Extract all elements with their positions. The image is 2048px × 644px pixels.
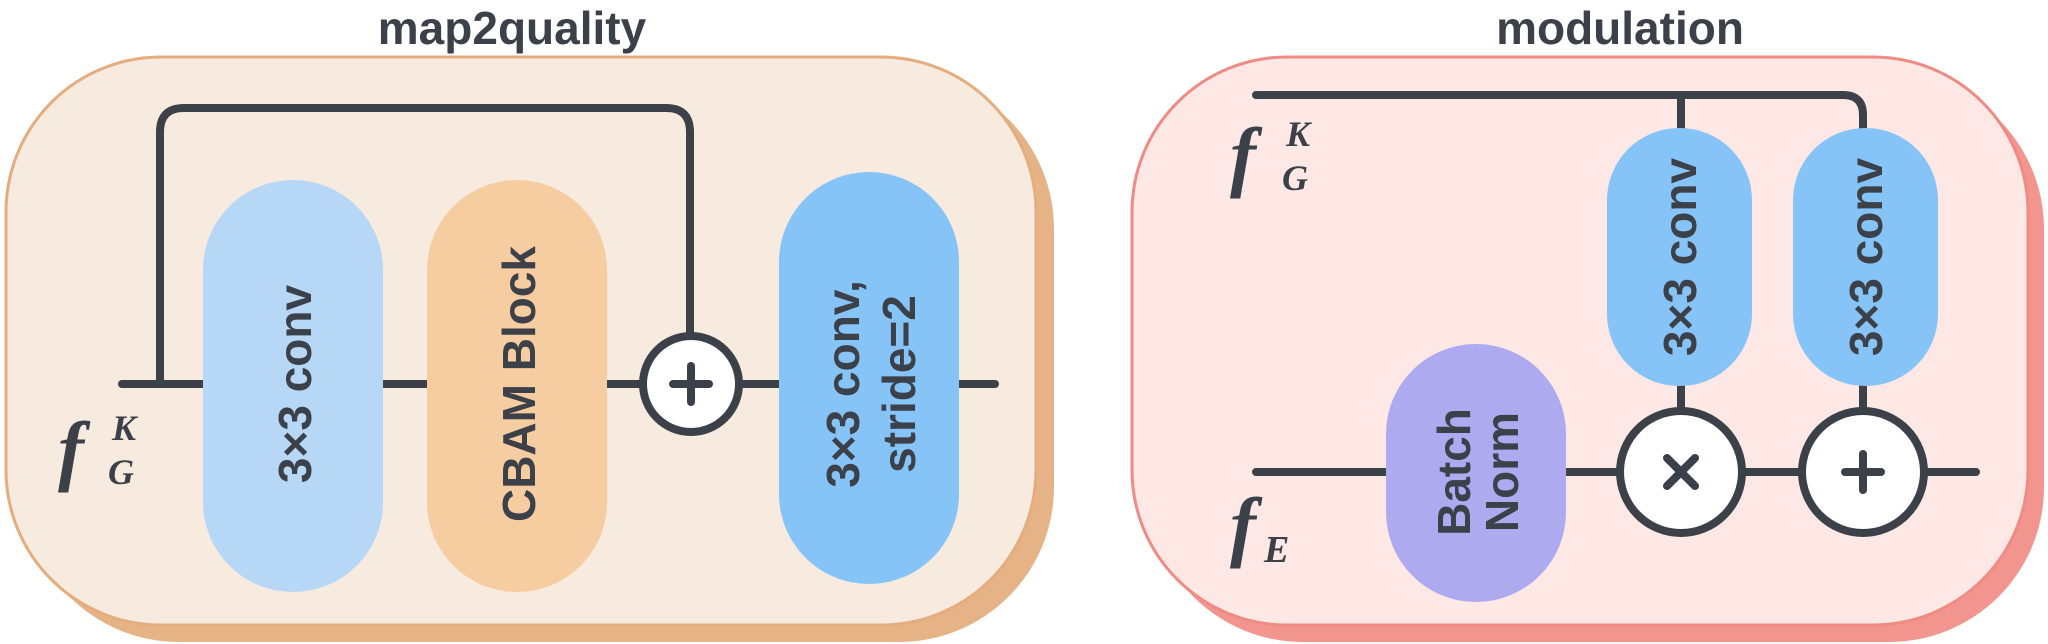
conv3x3-stride2-label-line1: 3×3 conv, <box>817 280 869 488</box>
left-input-symbol-sup: K <box>111 408 139 448</box>
left-input-symbol-sub: G <box>108 452 134 492</box>
modulation-conv3x3-label-1: 3×3 conv <box>1654 158 1706 357</box>
modulation-conv3x3-label-2: 3×3 conv <box>1840 158 1892 357</box>
map2quality-title: map2quality <box>378 2 647 54</box>
modulation-add-operator-icon <box>1798 407 1928 537</box>
batchnorm-label-line2: Norm <box>1476 412 1528 532</box>
cbam-block <box>427 180 607 592</box>
modulation-title: modulation <box>1496 2 1744 54</box>
modulation-conv3x3-block-1 <box>1607 128 1752 386</box>
multiply-operator-icon <box>1616 407 1746 537</box>
conv3x3-block <box>203 180 383 592</box>
modulation-conv3x3-block-2 <box>1793 128 1938 386</box>
batchnorm-label-line1: Batch <box>1428 408 1480 536</box>
modulation-guide-symbol-sup: K <box>1285 114 1313 154</box>
batchnorm-block <box>1386 344 1566 602</box>
conv3x3-stride2-block <box>779 172 959 584</box>
modulation-feature-symbol-sub: E <box>1263 529 1289 571</box>
conv3x3-label: 3×3 conv <box>269 285 321 484</box>
map2quality-panel: map2quality 3×3 conv CBAM Block 3×3 conv… <box>4 2 1054 642</box>
conv3x3-stride2-label-line2: stride=2 <box>873 295 925 473</box>
modulation-panel: modulation Batch Norm 3×3 conv 3×3 conv <box>1130 2 2044 642</box>
modulation-guide-symbol-sub: G <box>1282 158 1308 198</box>
guide-top-wire <box>1252 91 1867 132</box>
cbam-label: CBAM Block <box>493 246 545 522</box>
skip-connection-wire <box>156 104 694 388</box>
add-operator-icon <box>639 332 743 436</box>
